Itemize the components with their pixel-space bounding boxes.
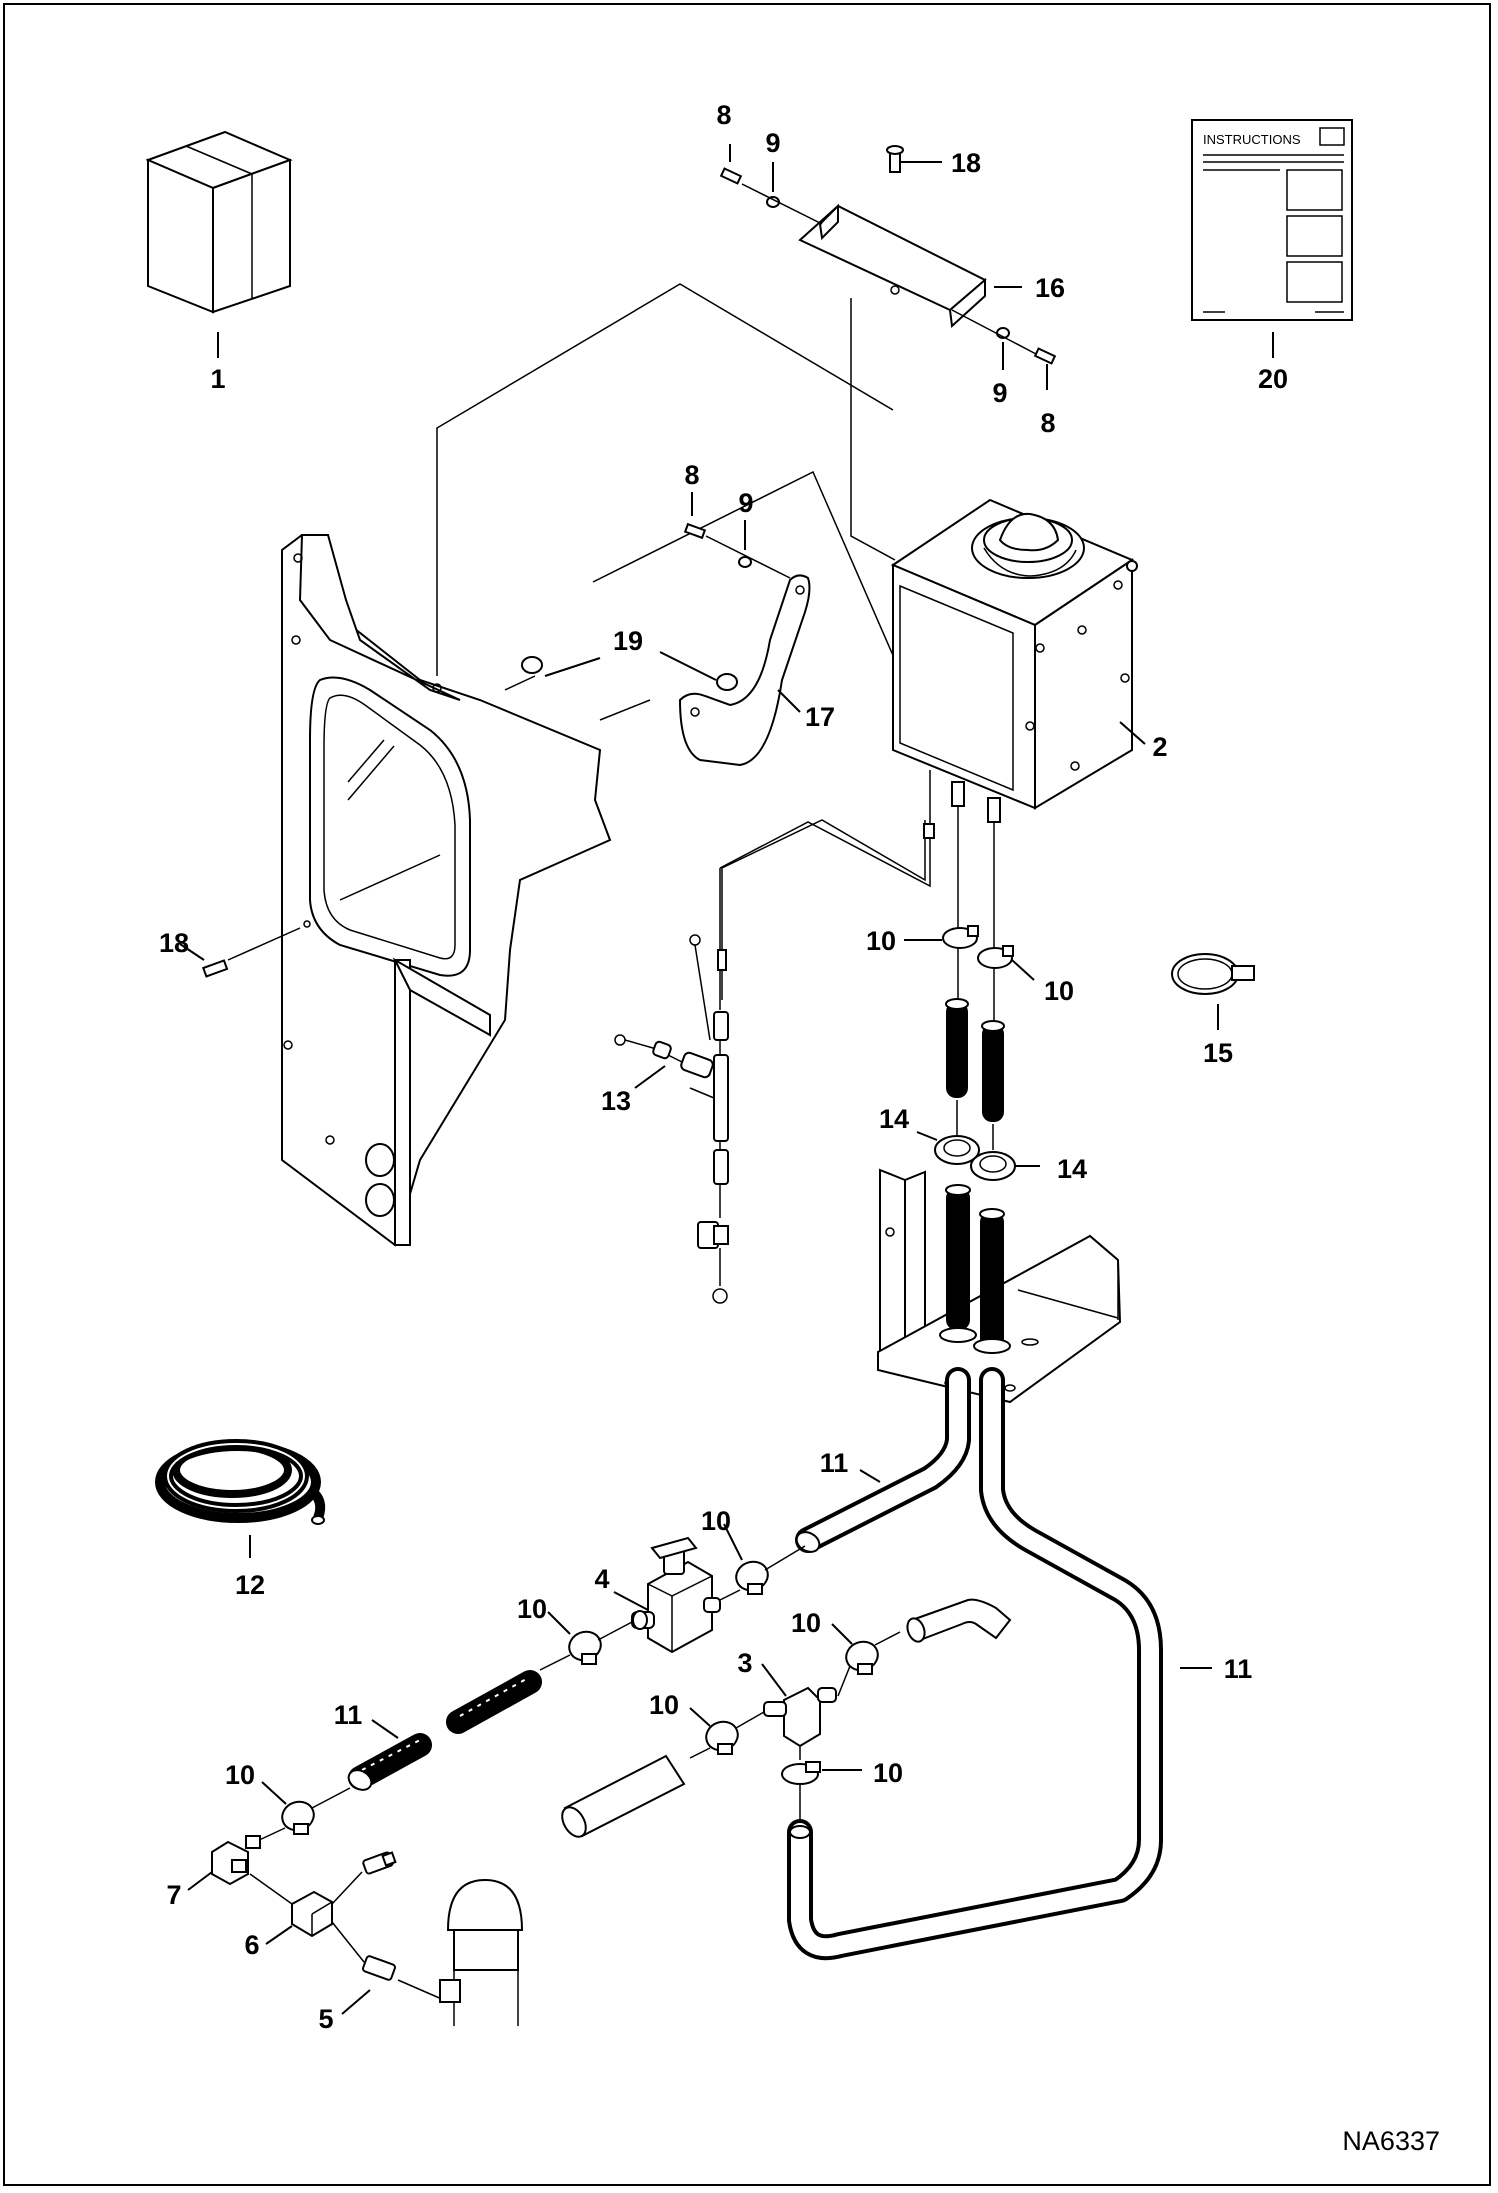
callout-17: 17: [805, 702, 835, 732]
short-hose: [347, 1670, 542, 1791]
callout-19: 19: [613, 626, 643, 656]
callout-6: 6: [244, 1930, 259, 1960]
washer-nozzle-pipe: [439, 1878, 524, 2026]
callout-1: 1: [210, 364, 225, 394]
callout-10-h: 10: [225, 1760, 255, 1790]
side-bolt: [179, 927, 301, 978]
tee-fitting: [761, 1663, 837, 1760]
cab-side-panel: [281, 534, 612, 1247]
callout-10-b: 10: [1044, 976, 1074, 1006]
callout-3: 3: [737, 1648, 752, 1678]
upper-bracket: [719, 144, 1057, 390]
coiled-hose: [155, 1439, 326, 1558]
callout-4: 4: [594, 1564, 609, 1594]
callout-10-c: 10: [701, 1506, 731, 1536]
callout-10-d: 10: [517, 1594, 547, 1624]
callout-10-e: 10: [791, 1608, 821, 1638]
curved-bracket: [678, 492, 811, 767]
floor-plate: [877, 1168, 1122, 1404]
callout-8-top: 8: [716, 100, 731, 130]
callout-11-b: 11: [1224, 1654, 1253, 1684]
callout-9-right: 9: [992, 378, 1007, 408]
callout-10-f: 10: [649, 1690, 679, 1720]
callout-15: 15: [1203, 1038, 1233, 1068]
tee-clamps: [689, 1623, 901, 1820]
assembly-guide-lines: [436, 283, 926, 1000]
elbow-hose: [906, 1598, 1012, 1643]
callout-11-c: 11: [334, 1700, 363, 1730]
lower-left-clamp: [254, 1781, 351, 1843]
callout-9-mid: 9: [738, 488, 753, 518]
callout-11-a: 11: [820, 1448, 849, 1478]
tee-adapter: [249, 1851, 397, 1945]
cable-tie: [1171, 953, 1255, 1030]
valve-clamps: [539, 1523, 806, 1671]
pump-wire: [719, 821, 931, 888]
straight-hose: [561, 1754, 686, 1838]
callout-8-right: 8: [1040, 408, 1055, 438]
diagram-frame: [3, 3, 1491, 2186]
callout-13: 13: [601, 1086, 631, 1116]
callout-10-a: 10: [866, 926, 896, 956]
wire-harness: [614, 868, 729, 1304]
instructions-sheet: INSTRUCTIONS: [1191, 119, 1353, 358]
washer-reservoir: [890, 498, 1146, 839]
mount-nuts: [521, 651, 738, 691]
callout-labels: 1 2 3 4 5 6 7 8 8 8 9 9 9 10 10 10 10 10…: [159, 100, 1288, 2034]
pipe-nipple: [331, 1921, 445, 2015]
check-valve: [613, 1536, 721, 1654]
callout-7: 7: [166, 1880, 181, 1910]
callout-5: 5: [318, 2004, 333, 2034]
instructions-title: INSTRUCTIONS: [1203, 132, 1301, 147]
elbow-fitting: [187, 1835, 261, 1891]
callout-18-left: 18: [159, 928, 189, 958]
main-hoses: [787, 1367, 1212, 1961]
callout-2: 2: [1152, 732, 1167, 762]
callout-9-top: 9: [765, 128, 780, 158]
callout-20: 20: [1258, 364, 1288, 394]
figure-id: NA6337: [1342, 2126, 1440, 2156]
callout-12: 12: [235, 1570, 265, 1600]
callout-18-top: 18: [951, 148, 981, 178]
callout-16: 16: [1035, 273, 1065, 303]
kit-box: [145, 130, 293, 358]
callout-14-b: 14: [1057, 1154, 1087, 1184]
callout-8-mid: 8: [684, 460, 699, 490]
callout-10-g: 10: [873, 1758, 903, 1788]
callout-14-a: 14: [879, 1104, 909, 1134]
reservoir-feed-lines: [904, 806, 1040, 1181]
